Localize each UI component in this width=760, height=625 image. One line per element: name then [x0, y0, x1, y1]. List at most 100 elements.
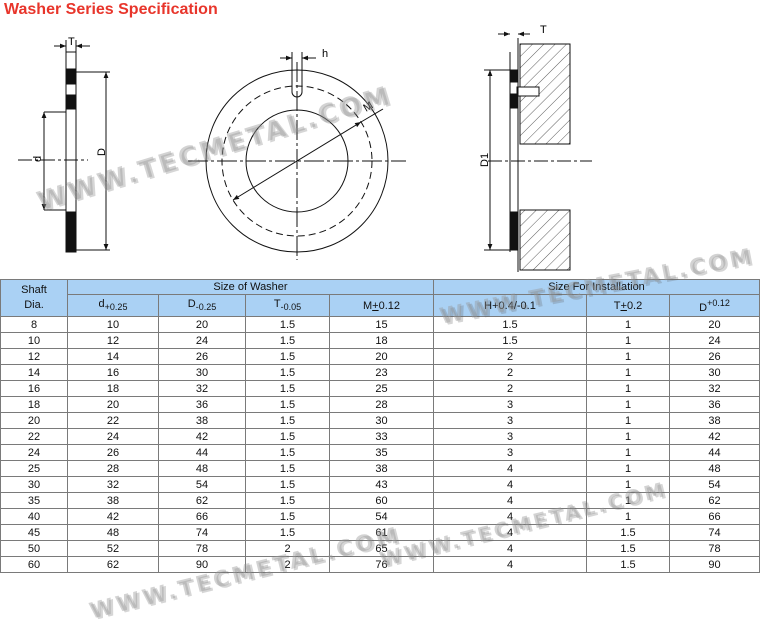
table-cell: 48	[67, 524, 159, 541]
table-cell: 65	[329, 540, 434, 557]
table-cell: 44	[158, 444, 246, 461]
table-cell: 1.5	[245, 428, 330, 445]
table-cell: 62	[67, 556, 159, 573]
table-cell: 42	[67, 508, 159, 525]
header-size-for-installation: Size For Installation	[432, 279, 760, 295]
table-cell: 20	[668, 316, 760, 333]
washer-spec-table: Shaft Dia. Size of Washer Size For Insta…	[0, 279, 760, 573]
table-cell: 28	[67, 460, 159, 477]
washer-front-view	[188, 52, 406, 260]
table-cell: 3	[433, 396, 587, 413]
table-cell: 4	[433, 492, 587, 509]
table-cell: 52	[67, 540, 159, 557]
table-cell: 22	[67, 412, 159, 429]
installation-section-view	[484, 31, 592, 272]
table-cell: 32	[158, 380, 246, 397]
table-cell: 1	[586, 444, 670, 461]
table-cell: 1.5	[586, 524, 670, 541]
table-cell: 38	[329, 460, 434, 477]
table-cell: 60	[329, 492, 434, 509]
table-cell: 48	[668, 460, 760, 477]
table-cell: 90	[158, 556, 246, 573]
table-cell: 61	[329, 524, 434, 541]
table-cell: 1.5	[245, 332, 330, 349]
table-cell: 25	[329, 380, 434, 397]
header-shaft-dia: Shaft Dia.	[0, 279, 68, 317]
table-cell: 1	[586, 412, 670, 429]
table-cell: 54	[668, 476, 760, 493]
table-cell: 18	[329, 332, 434, 349]
table-cell: 45	[0, 524, 68, 541]
table-cell: 50	[0, 540, 68, 557]
table-cell: 1.5	[433, 332, 587, 349]
table-cell: 1	[586, 332, 670, 349]
table-cell: 1.5	[245, 348, 330, 365]
header-size-of-washer: Size of Washer	[67, 279, 434, 295]
header-col-big-d: D-0.25	[158, 294, 246, 317]
table-cell: 1.5	[245, 476, 330, 493]
table-cell: 38	[67, 492, 159, 509]
dim-label-t-install: T	[540, 24, 547, 36]
table-cell: 2	[433, 348, 587, 365]
table-cell: 1.5	[245, 460, 330, 477]
table-cell: 74	[158, 524, 246, 541]
table-cell: 2	[433, 380, 587, 397]
table-cell: 3	[433, 428, 587, 445]
table-cell: 36	[668, 396, 760, 413]
table-cell: 1.5	[245, 492, 330, 509]
table-cell: 20	[0, 412, 68, 429]
table-cell: 1.5	[433, 316, 587, 333]
header-col-d-install: D+0.12	[668, 294, 760, 317]
table-cell: 1	[586, 364, 670, 381]
table-cell: 1	[586, 508, 670, 525]
table-cell: 30	[158, 364, 246, 381]
table-cell: 14	[67, 348, 159, 365]
table-cell: 1.5	[586, 540, 670, 557]
table-cell: 23	[329, 364, 434, 381]
dim-label-t-left: T	[68, 36, 75, 48]
table-cell: 16	[67, 364, 159, 381]
table-cell: 3	[433, 444, 587, 461]
table-cell: 30	[0, 476, 68, 493]
table-cell: 4	[433, 540, 587, 557]
table-cell: 74	[668, 524, 760, 541]
header-col-t-install: T+0.2	[586, 294, 670, 317]
table-cell: 24	[0, 444, 68, 461]
table-cell: 4	[433, 460, 587, 477]
table-cell: 8	[0, 316, 68, 333]
table-cell: 14	[0, 364, 68, 381]
table-cell: 30	[329, 412, 434, 429]
table-cell: 36	[158, 396, 246, 413]
table-cell: 60	[0, 556, 68, 573]
table-cell: 35	[329, 444, 434, 461]
table-cell: 78	[668, 540, 760, 557]
table-cell: 12	[67, 332, 159, 349]
table-cell: 33	[329, 428, 434, 445]
page-title: Washer Series Specification	[4, 1, 218, 18]
table-cell: 1	[586, 348, 670, 365]
table-cell: 54	[158, 476, 246, 493]
table-cell: 66	[158, 508, 246, 525]
table-cell: 62	[158, 492, 246, 509]
table-cell: 26	[158, 348, 246, 365]
dim-label-d: d	[32, 156, 44, 162]
table-cell: 2	[433, 364, 587, 381]
table-cell: 25	[0, 460, 68, 477]
table-cell: 43	[329, 476, 434, 493]
table-cell: 1.5	[245, 316, 330, 333]
table-cell: 90	[668, 556, 760, 573]
table-cell: 42	[158, 428, 246, 445]
table-cell: 1.5	[245, 396, 330, 413]
table-cell: 4	[433, 556, 587, 573]
table-cell: 18	[67, 380, 159, 397]
table-cell: 4	[433, 524, 587, 541]
table-cell: 12	[0, 348, 68, 365]
